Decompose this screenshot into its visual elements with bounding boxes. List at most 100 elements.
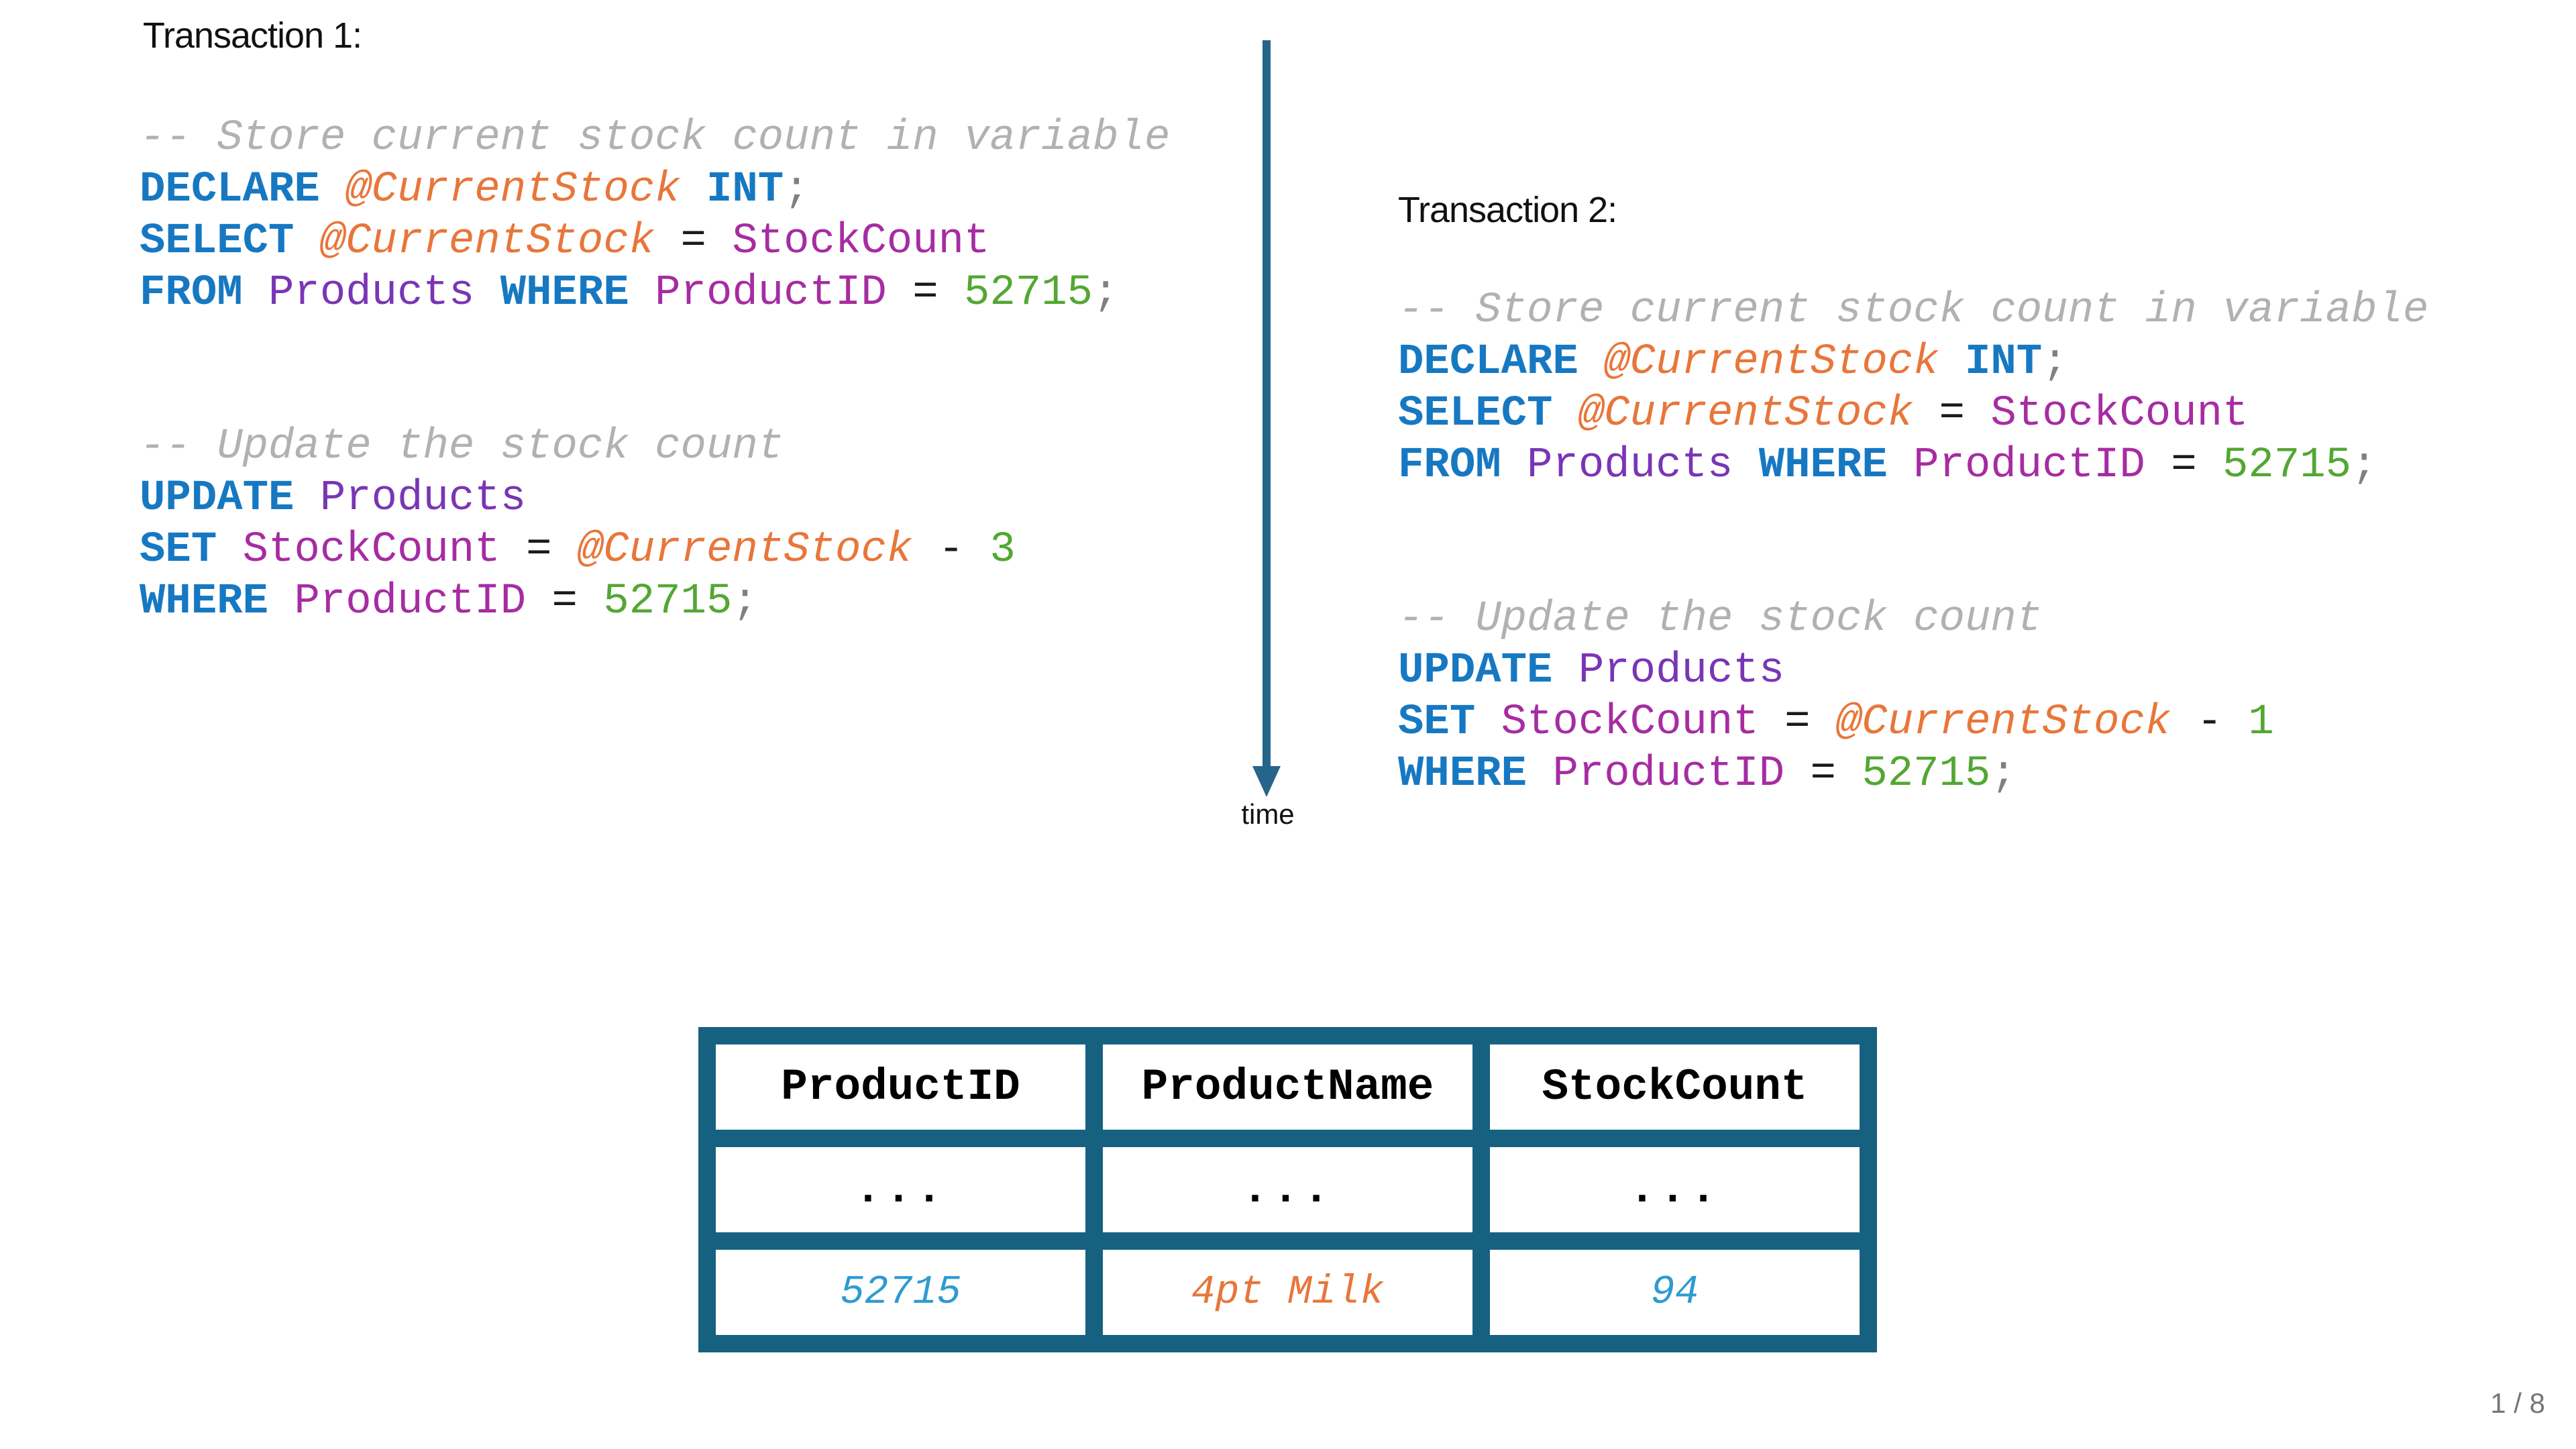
code-line: SET StockCount = @CurrentStock - 1 xyxy=(1398,697,2274,749)
sql-token-keyword: FROM xyxy=(1398,441,1527,490)
sql-token-keyword: WHERE xyxy=(140,578,294,626)
sql-token-table: Products xyxy=(319,474,527,523)
sql-token-variable: @CurrentStock xyxy=(345,166,706,214)
sql-token-column: ProductID xyxy=(1913,441,2171,490)
code-line: FROM Products WHERE ProductID = 52715; xyxy=(140,268,1170,319)
sql-token-table: Products xyxy=(1527,441,1759,490)
code-line: DECLARE @CurrentStock INT; xyxy=(140,164,1170,216)
table-cell-ellipsis: ... xyxy=(716,1147,1085,1232)
sql-token-column: StockCount xyxy=(242,526,527,574)
code-line: -- Store current stock count in variable xyxy=(1398,285,2428,337)
sql-token-punct: ; xyxy=(784,166,810,214)
code-line: SET StockCount = @CurrentStock - 3 xyxy=(140,525,1016,576)
sql-token-operator: - xyxy=(938,526,990,574)
transaction-2-title: Transaction 2: xyxy=(1398,190,1617,230)
sql-token-operator: = xyxy=(1939,390,1991,438)
sql-token-punct: ; xyxy=(732,578,758,626)
table-cell-ellipsis: ... xyxy=(1490,1147,1860,1232)
sql-token-keyword: INT xyxy=(706,166,784,214)
sql-token-column: ProductID xyxy=(655,269,913,317)
sql-token-number: 52715 xyxy=(603,578,733,626)
products-table-grid: ProductID ProductName StockCount ... ...… xyxy=(698,1027,1877,1352)
sql-token-operator: = xyxy=(912,269,964,317)
code-line: SELECT @CurrentStock = StockCount xyxy=(140,216,1170,268)
table-row-product: 52715 4pt Milk 94 xyxy=(716,1250,1860,1335)
time-arrow xyxy=(1252,40,1281,797)
code-line: WHERE ProductID = 52715; xyxy=(140,576,1016,628)
sql-token-keyword: WHERE xyxy=(500,269,655,317)
code-line: SELECT @CurrentStock = StockCount xyxy=(1398,388,2428,440)
code-line: FROM Products WHERE ProductID = 52715; xyxy=(1398,440,2428,492)
sql-token-keyword: WHERE xyxy=(1758,441,1914,490)
sql-token-operator: = xyxy=(680,217,733,266)
table-cell-productname: 4pt Milk xyxy=(1103,1250,1472,1335)
sql-token-operator: = xyxy=(2171,441,2222,490)
column-header-stockcount: StockCount xyxy=(1490,1044,1860,1130)
sql-token-keyword: UPDATE xyxy=(140,474,320,523)
sql-token-variable: @CurrentStock xyxy=(1604,338,1965,386)
time-arrow-label: time xyxy=(1241,798,1295,830)
sql-token-variable: @CurrentStock xyxy=(1835,698,2197,747)
column-header-productname: ProductName xyxy=(1103,1044,1472,1130)
sql-token-keyword: UPDATE xyxy=(1398,647,1578,695)
sql-token-keyword: SELECT xyxy=(1398,390,1578,438)
sql-token-operator: = xyxy=(1784,698,1836,747)
sql-token-column: StockCount xyxy=(732,217,990,266)
sql-token-number: 3 xyxy=(989,526,1016,574)
sql-token-variable: @CurrentStock xyxy=(1578,390,1939,438)
code-line: -- Update the stock count xyxy=(140,421,1016,473)
code-line: -- Store current stock count in variable xyxy=(140,113,1170,164)
code-line: UPDATE Products xyxy=(1398,645,2274,697)
sql-token-keyword: SET xyxy=(1398,698,1501,747)
code-line: UPDATE Products xyxy=(140,473,1016,525)
code-line: -- Update the stock count xyxy=(1398,594,2274,645)
sql-token-variable: @CurrentStock xyxy=(577,526,938,574)
sql-token-number: 52715 xyxy=(964,269,1093,317)
sql-token-number: 1 xyxy=(2248,698,2274,747)
column-header-productid: ProductID xyxy=(716,1044,1085,1130)
sql-token-punct: ; xyxy=(1093,269,1119,317)
sql-token-keyword: SELECT xyxy=(140,217,320,266)
transaction-1-title: Transaction 1: xyxy=(143,15,362,56)
sql-token-comment: -- Update the stock count xyxy=(1398,595,2043,643)
table-row-ellipsis: ... ... ... xyxy=(716,1147,1860,1232)
sql-token-keyword: WHERE xyxy=(1398,750,1553,798)
sql-token-number: 52715 xyxy=(2222,441,2352,490)
sql-token-keyword: INT xyxy=(1964,338,2043,386)
products-table: ProductID ProductName StockCount ... ...… xyxy=(698,1027,1877,1352)
sql-token-operator: = xyxy=(551,578,604,626)
sql-token-punct: ; xyxy=(2042,338,2068,386)
sql-token-operator: = xyxy=(526,526,578,574)
code-line: DECLARE @CurrentStock INT; xyxy=(1398,337,2428,388)
sql-token-comment: -- Store current stock count in variable xyxy=(1398,286,2429,335)
sql-token-table: Products xyxy=(268,269,500,317)
sql-token-operator: - xyxy=(2196,698,2249,747)
sql-token-punct: ; xyxy=(1990,750,2017,798)
sql-token-punct: ; xyxy=(2351,441,2377,490)
sql-token-comment: -- Store current stock count in variable xyxy=(140,114,1171,162)
sql-token-keyword: FROM xyxy=(140,269,269,317)
sql-token-operator: = xyxy=(1810,750,1862,798)
sql-token-column: StockCount xyxy=(1990,390,2249,438)
sql-token-keyword: DECLARE xyxy=(1398,338,1605,386)
sql-token-comment: -- Update the stock count xyxy=(140,423,784,471)
sql-token-table: Products xyxy=(1578,647,1785,695)
down-arrow-icon xyxy=(1252,40,1281,797)
sql-token-keyword: SET xyxy=(140,526,243,574)
page-indicator: 1 / 8 xyxy=(2490,1387,2545,1419)
transaction-1-code-select: -- Store current stock count in variable… xyxy=(140,113,1170,319)
table-cell-productid: 52715 xyxy=(716,1250,1085,1335)
sql-token-keyword: DECLARE xyxy=(140,166,346,214)
sql-token-column: ProductID xyxy=(294,578,552,626)
sql-token-number: 52715 xyxy=(1862,750,1991,798)
transaction-2-code-select: -- Store current stock count in variable… xyxy=(1398,285,2428,492)
sql-token-variable: @CurrentStock xyxy=(319,217,681,266)
code-line: WHERE ProductID = 52715; xyxy=(1398,749,2274,800)
sql-token-column: ProductID xyxy=(1552,750,1811,798)
table-cell-stockcount: 94 xyxy=(1490,1250,1860,1335)
table-cell-ellipsis: ... xyxy=(1103,1147,1472,1232)
table-header-row: ProductID ProductName StockCount xyxy=(716,1044,1860,1130)
